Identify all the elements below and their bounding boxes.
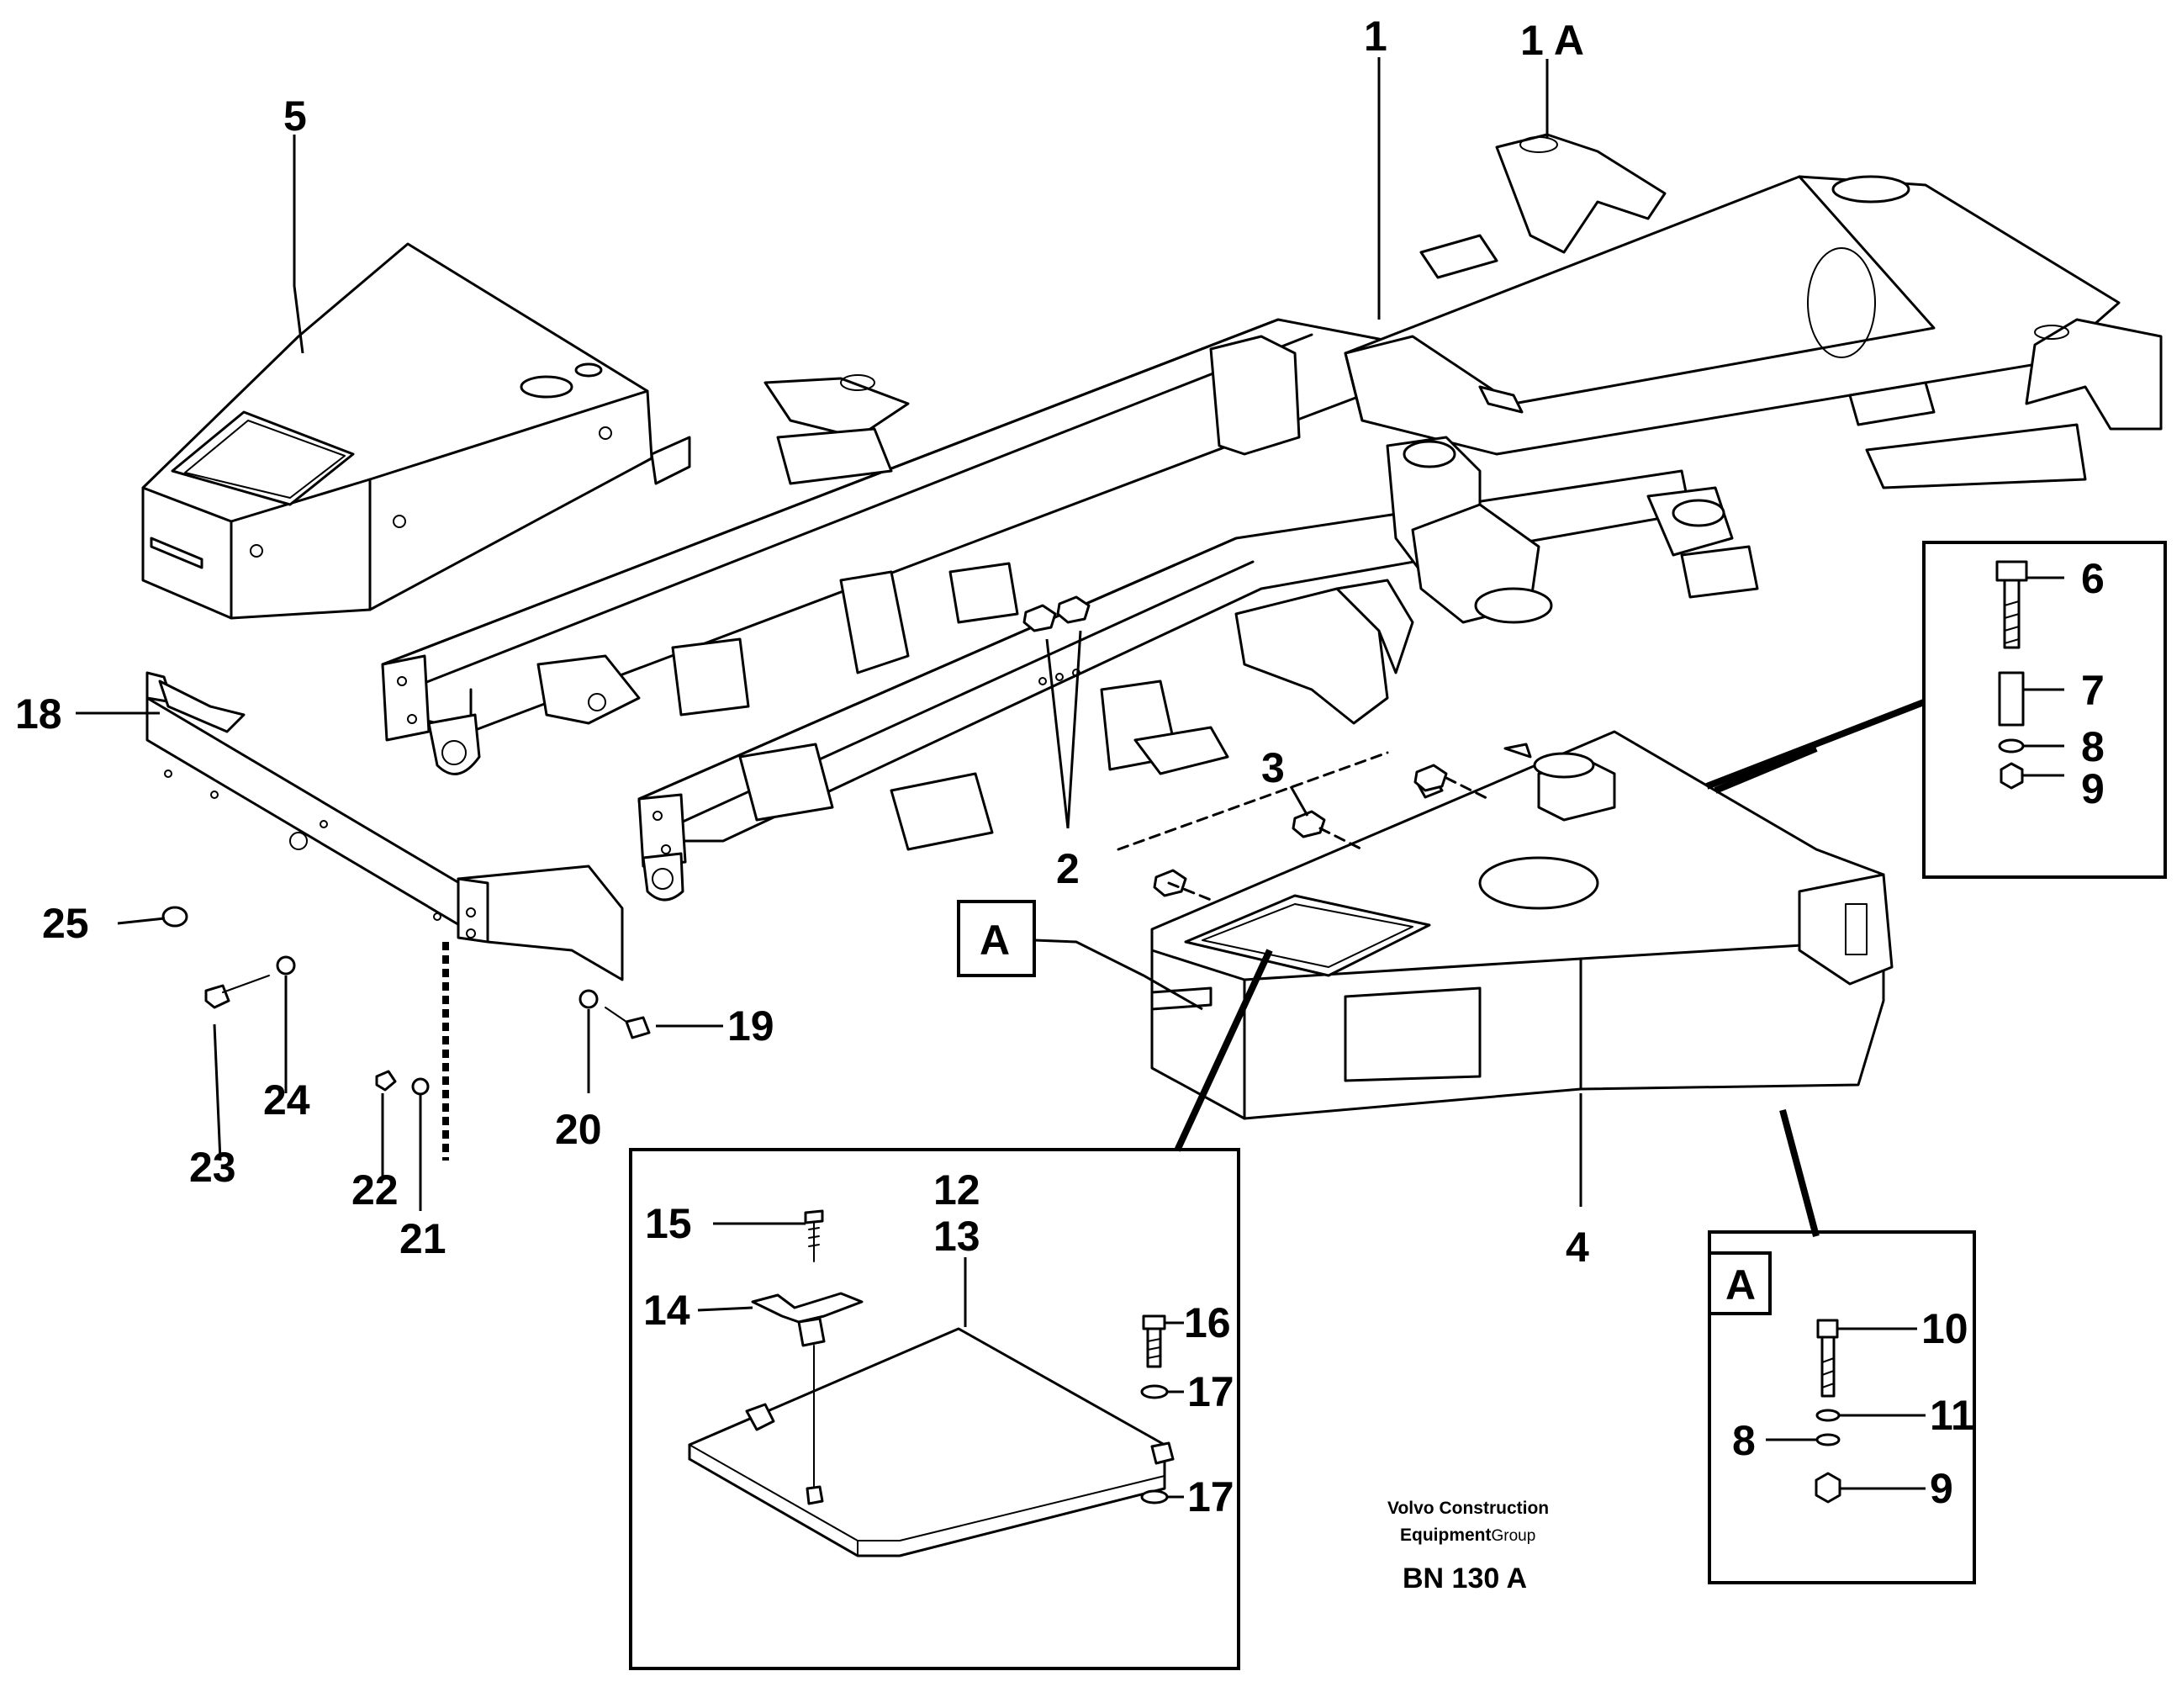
tank-part-4 xyxy=(1150,730,1894,1120)
callout-5: 5 xyxy=(283,93,307,140)
credit-line-2-bold: Equipment xyxy=(1400,1526,1492,1545)
main-frame xyxy=(381,133,2163,902)
detail-label-a-main: A xyxy=(980,917,1010,964)
tank-part-5 xyxy=(141,242,691,620)
callout-8b: 8 xyxy=(1732,1417,1756,1464)
callout-7: 7 xyxy=(2081,667,2105,714)
callout-24: 24 xyxy=(263,1076,310,1124)
detail-box-a-8-11 xyxy=(1708,1230,1976,1584)
crossmember-part-18 xyxy=(145,671,624,1161)
callout-11: 11 xyxy=(1930,1392,1974,1439)
detail-ref-a-box xyxy=(957,900,1036,977)
callout-21: 21 xyxy=(399,1215,446,1262)
callout-2: 2 xyxy=(1056,845,1080,892)
callout-6: 6 xyxy=(2081,555,2105,602)
callout-12: 12 xyxy=(933,1166,980,1214)
callout-3: 3 xyxy=(1261,744,1285,791)
callout-22: 22 xyxy=(351,1166,399,1214)
callout-labels: 1 1 A 2 3 4 5 6 7 8 9 10 11 8 9 12 13 14… xyxy=(15,13,2105,1520)
callout-4: 4 xyxy=(1566,1224,1589,1271)
callout-23: 23 xyxy=(189,1144,236,1191)
callout-10: 10 xyxy=(1921,1305,1968,1352)
hardware-parts xyxy=(161,751,1490,1096)
credit-ref: BN 130 A xyxy=(1403,1563,1527,1594)
callout-8a: 8 xyxy=(2081,723,2105,770)
callout-19: 19 xyxy=(727,1002,774,1050)
callout-1: 1 xyxy=(1364,13,1387,60)
callout-15: 15 xyxy=(645,1200,692,1247)
callout-17a: 17 xyxy=(1187,1368,1234,1415)
credit-line-1: Volvo Construction xyxy=(1387,1499,1549,1518)
detail-label-a-detail: A xyxy=(1725,1261,1756,1309)
detail-box-6-9 xyxy=(1922,541,2167,879)
callout-1a: 1 A xyxy=(1520,17,1584,64)
callout-17b: 17 xyxy=(1187,1473,1234,1520)
credit-line-2: EquipmentGroup xyxy=(1400,1526,1535,1545)
callout-9b: 9 xyxy=(1930,1465,1953,1512)
callout-9a: 9 xyxy=(2081,765,2105,812)
credit-block: Volvo Construction EquipmentGroup BN 130… xyxy=(1387,1499,1549,1594)
callout-25: 25 xyxy=(42,900,89,947)
callout-16: 16 xyxy=(1184,1299,1231,1346)
callout-14: 14 xyxy=(643,1287,690,1334)
detail-box-cover-12-17 xyxy=(629,1148,1240,1670)
callout-13: 13 xyxy=(933,1213,980,1260)
callout-18: 18 xyxy=(15,690,62,738)
credit-line-2-normal: Group xyxy=(1492,1527,1536,1545)
callout-20: 20 xyxy=(555,1106,602,1153)
leader-lines xyxy=(76,57,1926,1238)
